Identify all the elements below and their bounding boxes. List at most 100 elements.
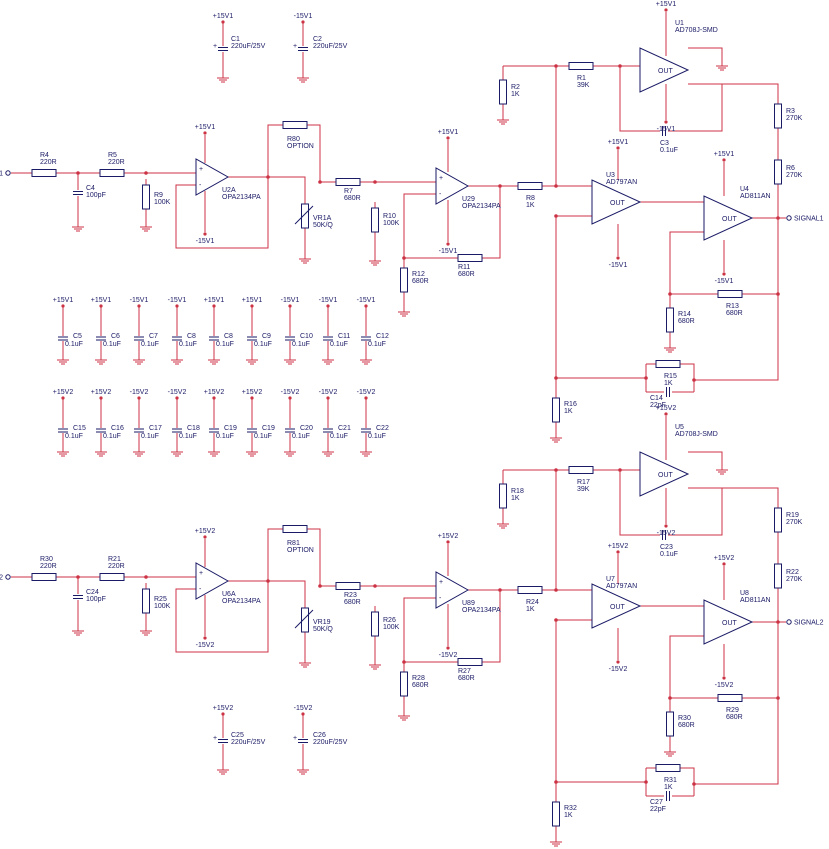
- capacitor-ref: C25: [231, 732, 244, 739]
- capacitor-ref: C7: [149, 333, 158, 340]
- resistor-body: [457, 254, 483, 262]
- port-terminal-icon: [5, 574, 11, 580]
- capacitor-value: 0.1uF: [330, 341, 348, 348]
- opamp-part: OPA2134PA: [462, 203, 501, 210]
- pot-value: 50K/Q: [313, 222, 333, 229]
- polarity-mark: +: [293, 735, 297, 742]
- rail-label: -15V1: [657, 126, 676, 133]
- resistor-value: 39K: [577, 486, 590, 493]
- rail-node-icon: [722, 158, 726, 162]
- rail-node-icon: [203, 535, 207, 539]
- rail-label: +15V2: [53, 389, 74, 396]
- resistor-body: [400, 671, 408, 697]
- capacitor-ref: C21: [338, 425, 351, 432]
- rail-label: +15V1: [608, 139, 629, 146]
- capacitor-value: 0.1uF: [179, 341, 197, 348]
- resistor-body: [774, 563, 782, 589]
- resistor-value: 680R: [726, 714, 743, 721]
- resistor-value: 100K: [154, 199, 171, 206]
- junction-dot: [554, 468, 558, 472]
- rail-label: -15V1: [168, 297, 187, 304]
- wire: [688, 451, 723, 466]
- rail-label: +15V2: [91, 389, 112, 396]
- resistor-ref: R81: [287, 540, 300, 547]
- opamp-ref: U7: [606, 576, 615, 583]
- wire: [686, 767, 695, 796]
- junction-dot: [776, 696, 780, 700]
- rail-label: -15V1: [715, 278, 734, 285]
- rail-label: -15V1: [319, 297, 338, 304]
- resistor-body: [655, 764, 681, 772]
- resistor-body: [99, 573, 125, 581]
- resistor-body: [457, 658, 483, 666]
- pot-ref: VR1A: [313, 215, 332, 222]
- opamp-symbol: [591, 583, 642, 629]
- capacitor-value: 0.1uF: [65, 341, 83, 348]
- resistor-body: [552, 801, 560, 827]
- resistor-value: 680R: [412, 682, 429, 689]
- rail-label: +15V2: [438, 533, 459, 540]
- wire: [403, 193, 436, 268]
- capacitor-value: 0.1uF: [103, 433, 121, 440]
- resistor-value: 680R: [344, 599, 361, 606]
- resistor-value: 1K: [526, 606, 535, 613]
- pin-sign: -: [199, 182, 202, 189]
- resistor-value: 680R: [412, 278, 429, 285]
- opamp-part: AD811AN: [740, 597, 771, 604]
- opamp-part: AD708J-SMD: [675, 27, 718, 34]
- resistor-ref: R19: [786, 512, 799, 519]
- wire: [488, 186, 501, 259]
- rail-label: -15V1: [130, 297, 149, 304]
- resistor-value: 680R: [678, 318, 695, 325]
- resistor-value: 1K: [564, 812, 573, 819]
- rail-label: +15V1: [195, 124, 216, 131]
- rail-label: +15V2: [213, 705, 234, 712]
- resistor-value: 270K: [786, 519, 803, 526]
- resistor-body: [282, 121, 308, 129]
- rail-node-icon: [616, 550, 620, 554]
- wire: [555, 65, 563, 186]
- resistor-ref: R31: [664, 777, 677, 784]
- wire: [175, 124, 277, 249]
- opamp-part: OPA2134PA: [222, 194, 261, 201]
- resistor-value: 39K: [577, 82, 590, 89]
- resistor-body: [666, 711, 674, 737]
- capacitor-value: 0.1uF: [216, 341, 234, 348]
- opamp-part: AD811AN: [740, 193, 771, 200]
- rail-label: -15V2: [439, 652, 458, 659]
- resistor-ref: R30: [40, 556, 53, 563]
- pin-out-label: OUT: [658, 472, 674, 479]
- wire: [694, 620, 779, 785]
- wire: [668, 488, 723, 536]
- resistor-ref: R25: [154, 596, 167, 603]
- capacitor-value: 0.1uF: [141, 433, 159, 440]
- capacitor-value: 22pF: [650, 402, 666, 409]
- opamp-ref: U3: [606, 172, 615, 179]
- rail-node-icon: [616, 256, 620, 260]
- opamp-symbol: [639, 47, 690, 93]
- opamp-ref: U6A: [222, 591, 236, 598]
- resistor-body: [31, 573, 57, 581]
- resistor-body: [371, 611, 379, 637]
- resistor-value: 1K: [564, 408, 573, 415]
- opamp-ref: U2A: [222, 187, 236, 194]
- opamp-part: OPA2134PA: [222, 598, 261, 605]
- resistor-ref: R6: [786, 165, 795, 172]
- rail-label: +15V2: [714, 555, 735, 562]
- resistor-ref: R26: [383, 617, 396, 624]
- capacitor-value: 0.1uF: [65, 433, 83, 440]
- resistor-ref: R9: [154, 192, 163, 199]
- rail-label: -15V2: [609, 666, 628, 673]
- pin-sign: +: [199, 166, 203, 173]
- capacitor-value: 0.1uF: [660, 551, 678, 558]
- resistor-body: [499, 79, 507, 105]
- resistor-ref: R23: [344, 592, 357, 599]
- resistor-value: 1K: [664, 380, 673, 387]
- resistor-body: [568, 62, 594, 70]
- capacitor-ref: C5: [73, 333, 82, 340]
- pin-out-label: OUT: [722, 620, 738, 627]
- junction-dot: [554, 618, 558, 622]
- junction-dot: [373, 584, 377, 588]
- capacitor-value: 0.1uF: [179, 433, 197, 440]
- rail-node-icon: [616, 660, 620, 664]
